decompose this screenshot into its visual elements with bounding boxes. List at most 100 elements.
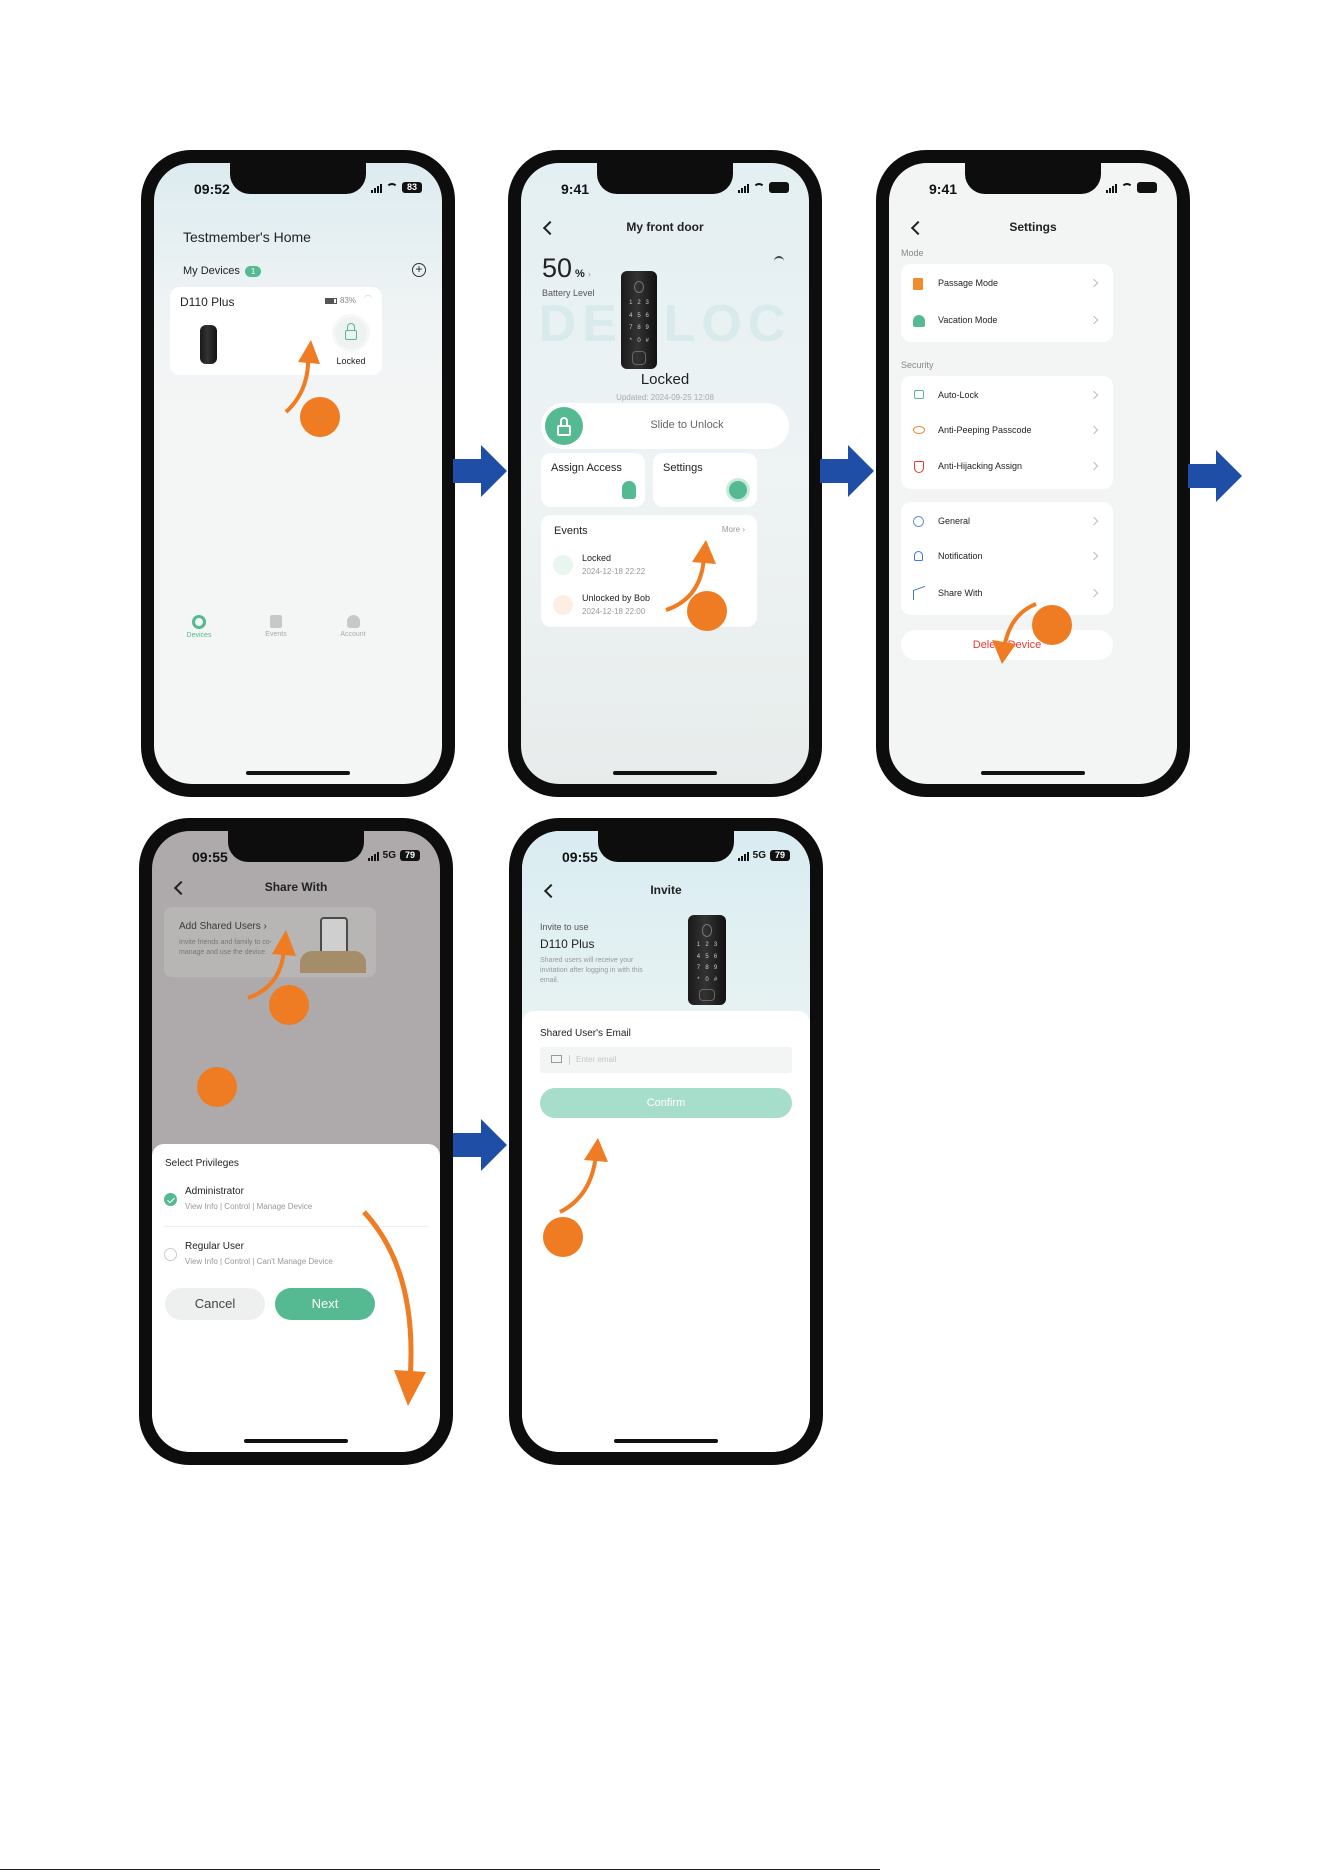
step-marker (687, 591, 727, 631)
status-time: 09:55 (192, 849, 228, 865)
deadbolt-base (699, 988, 715, 1002)
settings-item-notification[interactable]: Notification (901, 539, 1113, 576)
battery-icon: 83 (402, 182, 422, 193)
tap-arrow-icon (559, 1138, 608, 1214)
nav-devices-label: Devices (186, 632, 212, 639)
general-icon (913, 516, 924, 527)
more-link[interactable]: More › (721, 525, 745, 534)
radio-checked-icon[interactable] (164, 1193, 177, 1206)
devices-icon (192, 615, 206, 629)
chevron-right-icon (1089, 516, 1099, 526)
home-indicator (981, 771, 1085, 775)
privilege-option-administrator[interactable]: Administrator View Info | Control | Mana… (164, 1186, 428, 1228)
assign-access-label: Assign Access (551, 462, 622, 474)
assign-access-card[interactable]: Assign Access (541, 453, 645, 507)
settings-item-general[interactable]: General (901, 502, 1113, 539)
status-icons (1106, 182, 1157, 193)
add-device-icon[interactable]: + (412, 263, 426, 277)
settings-item-auto-lock[interactable]: Auto-Lock (901, 376, 1113, 413)
radio-unchecked-icon[interactable] (164, 1248, 177, 1261)
add-title-text: Add Shared Users (179, 921, 261, 932)
item-label: Auto-Lock (938, 390, 979, 400)
settings-item-passage-mode[interactable]: Passage Mode (901, 264, 1113, 303)
status-icons (738, 182, 789, 193)
privilege-option-regular[interactable]: Regular User View Info | Control | Can't… (164, 1241, 428, 1283)
security-card: Auto-Lock Anti-Peeping Passcode Anti-Hij… (901, 376, 1113, 489)
item-label: Anti-Hijacking Assign (938, 461, 1023, 471)
settings-item-vacation-mode[interactable]: Vacation Mode (901, 303, 1113, 342)
confirm-button[interactable]: Confirm (540, 1088, 792, 1118)
status-icons: 83 (371, 182, 422, 193)
signal-icon (367, 851, 379, 861)
more-label: More (721, 525, 741, 534)
event-time: 2024-12-18 22:00 (582, 607, 646, 616)
status-time: 9:41 (561, 181, 590, 197)
chevron-right-icon (1089, 425, 1099, 435)
step-marker (1032, 605, 1072, 645)
unlock-icon (557, 425, 571, 436)
device-wifi-icon (364, 295, 372, 301)
nav-account[interactable]: Account (328, 615, 378, 638)
item-label: General (938, 516, 971, 526)
email-placeholder: Enter email (576, 1055, 617, 1064)
battery-icon (769, 182, 789, 193)
home-title: Testmember's Home (183, 229, 311, 245)
deadbolt-base (631, 351, 647, 366)
lock-status: Locked (640, 371, 690, 388)
invite-header-bg (522, 831, 810, 1041)
flow-arrow-icon (820, 445, 874, 497)
status-time: 09:52 (194, 181, 230, 197)
notch (597, 163, 733, 194)
device-status: Locked (336, 356, 366, 366)
settings-screen: 9:41 Settings Mode Passage Mode Vacation… (889, 163, 1177, 784)
slide-label: Slide to Unlock (650, 419, 724, 431)
settings-item-share-with[interactable]: Share With (901, 576, 1113, 613)
add-shared-users-card[interactable]: Add Shared Users › Invite friends and fa… (164, 907, 376, 977)
settings-card[interactable]: Settings (653, 453, 757, 507)
home-indicator (246, 771, 350, 775)
device-count-badge: 1 (244, 265, 262, 277)
chevron-right-icon (1089, 315, 1099, 325)
email-field[interactable]: Enter email (540, 1047, 792, 1073)
event-title: Unlocked by Bob (582, 593, 651, 603)
device-card[interactable]: D110 Plus 83% Locked (170, 287, 382, 375)
bottom-nav: Devices Events Account (154, 615, 442, 655)
nav-devices[interactable]: Devices (174, 615, 224, 639)
slider-handle[interactable] (545, 407, 583, 445)
page-title: My front door (626, 220, 704, 234)
share-screen: 09:55 5G 79 Share With Add Shared Users … (152, 831, 440, 1452)
swipe-arrow-icon (362, 1210, 426, 1406)
network-type: 5G (382, 850, 396, 861)
battery-icon: 79 (400, 850, 420, 861)
next-button[interactable]: Next (275, 1288, 375, 1320)
slide-to-unlock[interactable]: Slide to Unlock (541, 403, 789, 449)
phone-invite: 09:55 5G 79 Invite Invite to use D110 Pl… (509, 818, 823, 1465)
flow-arrow-icon (453, 445, 507, 497)
nav-account-label: Account (340, 631, 366, 638)
add-title: Add Shared Users › (179, 921, 267, 932)
phone-settings: 9:41 Settings Mode Passage Mode Vacation… (876, 150, 1190, 797)
field-divider (569, 1055, 570, 1065)
battery-small-icon (324, 297, 337, 304)
wifi-icon (753, 183, 765, 192)
tap-arrow-icon (665, 540, 716, 612)
mode-card: Passage Mode Vacation Mode (901, 264, 1113, 342)
nav-events-label: Events (265, 631, 287, 638)
step-marker (269, 985, 309, 1025)
device-name: D110 Plus (180, 295, 235, 309)
lock-toggle-button[interactable] (335, 317, 367, 349)
account-icon (346, 615, 360, 628)
lock-shackle (347, 323, 355, 331)
status-icons: 5G 79 (367, 850, 420, 861)
unlock-shackle (560, 417, 568, 426)
email-label: Shared User's Email (540, 1028, 631, 1039)
nav-events[interactable]: Events (251, 615, 301, 638)
cancel-button[interactable]: Cancel (165, 1288, 265, 1320)
my-devices-label: My Devices 1 (183, 265, 262, 277)
item-label: Anti-Peeping Passcode (938, 425, 1032, 435)
settings-item-anti-peeping[interactable]: Anti-Peeping Passcode (901, 413, 1113, 450)
settings-item-anti-hijacking[interactable]: Anti-Hijacking Assign (901, 450, 1113, 487)
chevron-right-icon (1089, 588, 1099, 598)
privilege-desc: View Info | Control | Can't Manage Devic… (185, 1257, 333, 1266)
